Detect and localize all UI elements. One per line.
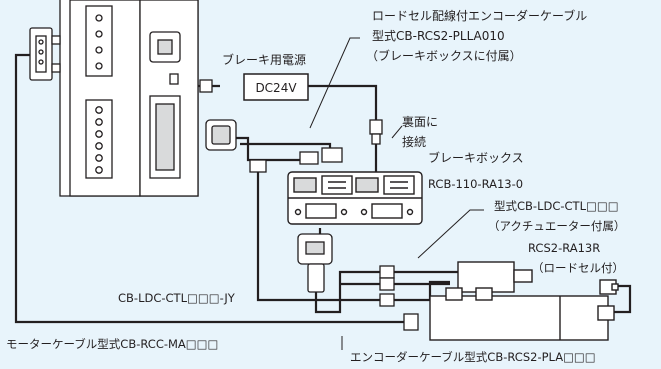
leader-lines (260, 37, 484, 350)
motor-cable (14, 53, 404, 324)
loadcell-cable-label-line3: （ブレーキボックスに付属） (366, 48, 522, 63)
actuator-note-label: （ロードセル付） (532, 261, 624, 275)
power-out-cable (308, 84, 378, 120)
actuator (429, 261, 619, 341)
connector-icon (205, 119, 383, 173)
encoder-cable-label: エンコーダーケーブル型式CB-RCS2-PLA□□□ (350, 350, 596, 364)
connector-icon (297, 233, 333, 293)
rear-connect-label-line1: 裏面に (402, 114, 438, 129)
brake-box (287, 171, 423, 225)
rear-connect-label-line2: 接続 (402, 134, 426, 149)
ldc-ctl-label-line1: 型式CB-LDC-CTL□□□ (494, 199, 619, 213)
connector-icon (29, 27, 61, 81)
actuator-model-label: RCS2-RA13R (528, 241, 600, 255)
motor-cable-label: モーターケーブル型式CB-RCC-MA□□□ (6, 337, 218, 351)
brake-power-label: ブレーキ用電源 (222, 52, 306, 67)
dc24v-label: DC24V (255, 81, 297, 95)
controller-unit (59, 0, 199, 197)
ldc-ctl-label-line2: （アクチュエーター付属） (488, 219, 625, 233)
connector-icon (379, 265, 419, 331)
brake-box-name-label: ブレーキボックス (428, 150, 524, 165)
ldc-ctl-jy-label: CB-LDC-CTL□□□-JY (118, 291, 236, 305)
brake-box-model-label: RCB-110-RA13-0 (428, 177, 523, 191)
loadcell-cable-label-line1: ロードセル配線付エンコーダーケーブル (372, 8, 587, 23)
loadcell-cable-label-line2: 型式CB-RCS2-PLLA010 (372, 29, 505, 43)
power-supply: DC24V (199, 73, 309, 101)
controller-brakebox-cable (236, 136, 312, 162)
